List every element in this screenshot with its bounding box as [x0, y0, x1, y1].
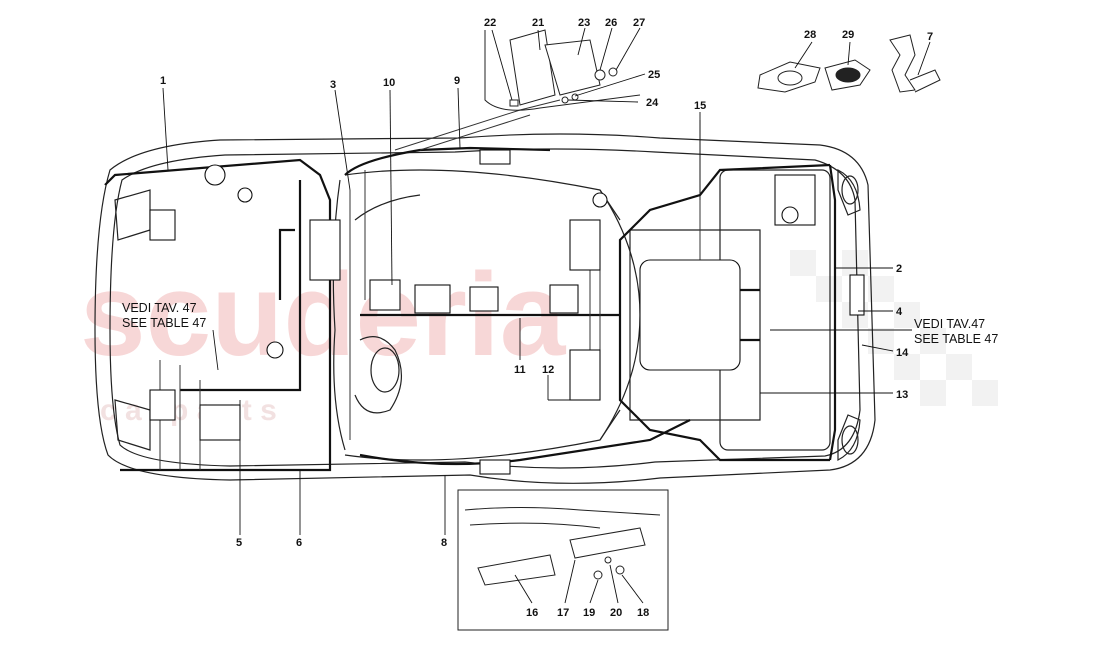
engine-block: [639, 259, 741, 371]
callout-25: 25: [648, 69, 660, 81]
note-left: VEDI TAV. 47 SEE TABLE 47: [122, 301, 206, 330]
callout-10: 10: [383, 77, 395, 89]
rear-control-unit: [849, 274, 865, 316]
control-unit-b: [469, 286, 499, 312]
rear-sensor: [781, 206, 799, 224]
detail-inset-parts: [757, 34, 941, 93]
sill-connector-top: [479, 149, 511, 165]
callout-27: 27: [633, 17, 645, 29]
note-right-line1: VEDI TAV.47: [914, 317, 985, 331]
callout-26: 26: [605, 17, 617, 29]
callout-6: 6: [296, 537, 302, 549]
callout-24: 24: [646, 97, 659, 109]
callout-20: 20: [610, 607, 622, 619]
components: [149, 149, 865, 475]
callout-9: 9: [454, 75, 460, 87]
callout-17: 17: [557, 607, 569, 619]
leader-lines: [162, 27, 931, 604]
callout-29: 29: [842, 29, 854, 41]
callout-15: 15: [694, 100, 706, 112]
callout-11: 11: [514, 364, 526, 376]
callout-2: 2: [896, 263, 902, 275]
fuse-box: [369, 279, 401, 311]
watermark-sub: c a r p a r t s: [100, 394, 277, 427]
detail-inset-top: [484, 29, 641, 111]
callout-7: 7: [927, 31, 933, 43]
horn: [204, 164, 226, 186]
detail-inset-bottom: [457, 489, 669, 631]
callout-19: 19: [583, 607, 595, 619]
callout-1: 1: [160, 75, 166, 87]
callout-labels: 1 2 3 4 5 6 7 8 9 10 11 12 13 14 15 16 1…: [160, 17, 933, 619]
callout-12: 12: [542, 364, 554, 376]
control-unit-a: [414, 284, 451, 314]
callout-8: 8: [441, 537, 447, 549]
note-right: VEDI TAV.47 SEE TABLE 47: [914, 317, 998, 346]
callout-16: 16: [526, 607, 538, 619]
callout-18: 18: [637, 607, 649, 619]
sill-connector-bottom: [479, 459, 511, 475]
relay-front-right: [149, 209, 176, 241]
ecu-left: [569, 219, 601, 271]
callout-5: 5: [236, 537, 242, 549]
callout-14: 14: [896, 347, 909, 359]
lamp-switch: [266, 341, 284, 359]
relay-front-left: [149, 389, 176, 421]
note-left-line1: VEDI TAV. 47: [122, 301, 197, 315]
callout-22: 22: [484, 17, 496, 29]
relay-block-front: [309, 219, 341, 281]
callout-21: 21: [532, 17, 544, 29]
callout-13: 13: [896, 389, 908, 401]
ecu-right: [569, 349, 601, 401]
note-left-line2: SEE TABLE 47: [122, 316, 206, 330]
callout-4: 4: [896, 306, 903, 318]
ground-point: [592, 192, 608, 208]
control-unit-c: [549, 284, 579, 314]
battery-box: [199, 404, 241, 441]
callout-23: 23: [578, 17, 590, 29]
note-right-line2: SEE TABLE 47: [914, 332, 998, 346]
front-sensor: [237, 187, 253, 203]
callout-28: 28: [804, 29, 816, 41]
callout-3: 3: [330, 79, 336, 91]
